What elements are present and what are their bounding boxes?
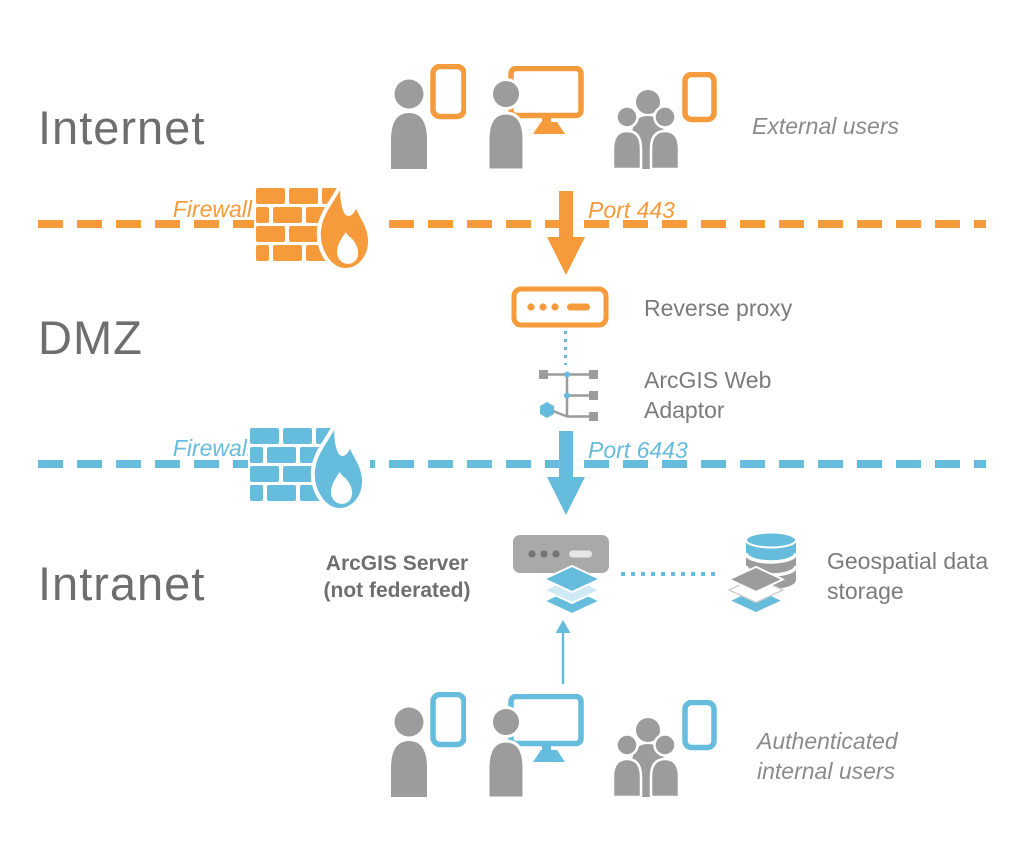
brick-wall-flame-icon <box>248 420 370 516</box>
intranet-zone-title: Intranet <box>38 557 206 610</box>
users-to-server-up-arrow-icon <box>554 620 572 684</box>
port-443-label: Port 443 <box>588 197 675 223</box>
reverse-proxy-icon <box>511 286 609 328</box>
port-6443-label: Port 6443 <box>588 437 688 463</box>
server-to-storage-dotted-connector <box>621 572 721 576</box>
internet-zone-title: Internet <box>38 101 206 154</box>
desktop-user-icon <box>486 66 584 170</box>
brick-wall-flame-icon <box>254 180 376 276</box>
tablet-user-icon <box>386 64 466 169</box>
group-tablet-user-icon <box>612 72 718 170</box>
external-users-label: External users <box>752 113 900 139</box>
geospatial-storage-label: Geospatial data storage <box>827 548 989 604</box>
port-443-down-arrow-icon <box>547 191 585 275</box>
arcgis-server-label: ArcGIS Server (not federated) <box>306 550 488 605</box>
storage-layers-icon <box>727 565 785 615</box>
web-adaptor-icon <box>537 368 601 424</box>
firewall-dashed-line-top <box>38 220 986 228</box>
dmz-zone-title: DMZ <box>38 311 143 364</box>
firewall-top-label: Firewall <box>172 196 252 222</box>
desktop-user-icon <box>486 694 584 798</box>
web-adaptor-label: ArcGIS Web Adaptor <box>644 367 772 423</box>
arcgis-server-label-line2: (not federated) <box>323 579 471 603</box>
group-tablet-user-icon <box>612 700 718 798</box>
firewall-bottom-label: Firewall <box>172 435 252 461</box>
port-6443-down-arrow-icon <box>547 431 585 515</box>
tablet-user-icon <box>386 692 466 797</box>
proxy-to-adaptor-dotted-connector <box>564 331 567 365</box>
arcgis-server-label-line1: ArcGIS Server <box>325 552 469 575</box>
firewall-dashed-line-bottom <box>38 460 986 468</box>
internal-users-label: Authenticated internal users <box>757 728 898 784</box>
map-layers-icon <box>542 564 602 616</box>
reverse-proxy-label: Reverse proxy <box>644 295 793 321</box>
